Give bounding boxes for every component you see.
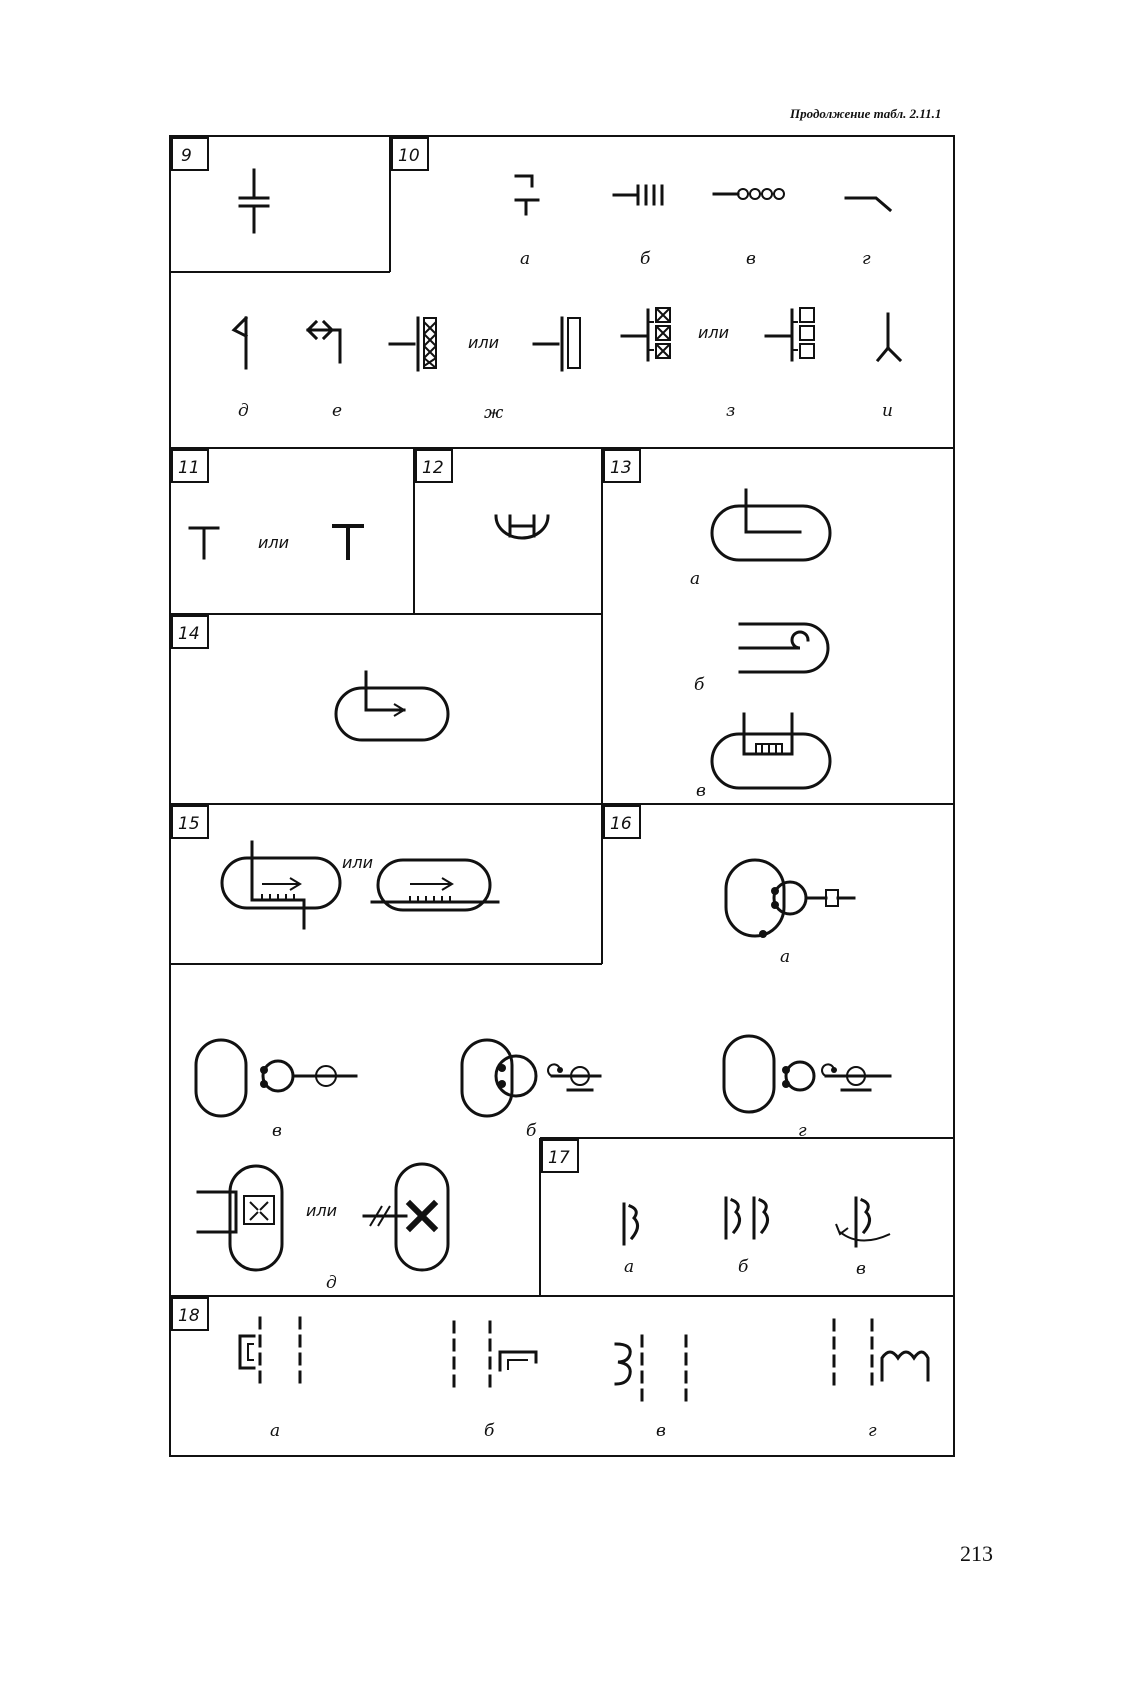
cell-number-15: 15 [171,805,209,839]
symbol-10zh-hatched [388,316,437,372]
symbol-16d-right [362,1162,450,1272]
label-17b: б [738,1257,749,1277]
label-10g: г [862,249,871,269]
symbol-10z-plain [764,307,815,362]
symbol-10d [231,315,249,370]
symbol-10g [844,196,893,213]
svg-text:17: 17 [548,1148,570,1168]
label-18v: в [656,1421,666,1441]
symbol-16a [724,858,856,938]
symbol-10a [514,174,540,216]
capacitor-symbol [238,168,270,234]
symbol-10z-filled [620,307,671,362]
symbol-16b [460,1038,602,1118]
svg-text:14: 14 [178,624,200,644]
label-16b: б [526,1121,537,1141]
svg-text:18: 18 [178,1306,200,1326]
table-continuation-header: Продолжение табл. 2.11.1 [790,106,942,121]
label-16a: а [780,947,790,967]
symbol-10e [305,319,342,364]
cell-number-12: 12 [415,449,453,483]
svg-text:9: 9 [181,146,192,166]
or-text-16d: или [306,1201,337,1220]
label-13a: а [690,569,700,589]
label-16d: д [326,1273,337,1293]
cell-number-17: 17 [541,1139,579,1173]
cup-symbol [494,514,550,540]
label-10d: д [238,401,249,421]
label-17a: а [624,1257,634,1277]
svg-text:13: 13 [610,458,632,478]
svg-text:12: 12 [422,458,444,478]
symbol-10zh-plain [532,316,581,372]
label-17v: в [856,1259,866,1279]
symbol-17v [835,1196,891,1248]
symbol-16d-left [196,1164,284,1272]
svg-text:15: 15 [178,814,200,834]
label-18g: г [868,1421,877,1441]
cell-number-9: 9 [171,137,209,171]
label-10a: а [520,249,530,269]
label-16v: в [272,1121,282,1141]
symbol-16v [194,1038,358,1118]
or-text-10zh: или [468,333,499,352]
tee-symbol-bold [332,524,364,560]
symbol-18b [452,1320,538,1390]
label-10v: в [746,249,756,269]
cell-number-14: 14 [171,615,209,649]
or-text-10z: или [698,323,729,342]
or-text-11: или [258,533,289,552]
symbol-15-left [220,840,342,930]
or-text-15: или [342,853,373,872]
page-number: 213 [960,1541,993,1566]
label-10z: з [726,401,735,421]
tee-symbol-thin [188,526,220,560]
symbol-13b [738,622,830,674]
label-16g: г [798,1121,807,1141]
symbol-14 [334,670,450,742]
symbol-18a [238,1316,302,1386]
cell-number-16: 16 [603,805,641,839]
svg-text:11: 11 [178,458,200,478]
label-18b: б [484,1421,495,1441]
symbol-13a [710,488,832,562]
symbol-15-right [370,858,500,912]
symbol-17a [622,1202,639,1246]
label-10zh: ж [484,403,504,423]
svg-text:16: 16 [610,814,632,834]
label-13v: в [696,781,706,801]
cell-number-11: 11 [171,449,209,483]
symbol-16g [722,1034,892,1114]
symbol-17b [724,1196,769,1240]
cell-number-13: 13 [603,449,641,483]
label-10e: е [332,401,342,421]
table-grid [169,135,955,1457]
svg-text:10: 10 [398,146,420,166]
symbol-13v [710,712,832,790]
label-18a: а [270,1421,280,1441]
symbol-10v [712,188,785,200]
cell-number-18: 18 [171,1297,209,1331]
label-10i: и [882,401,893,421]
label-10b: б [640,249,651,269]
symbol-18v [614,1334,688,1402]
label-13b: б [694,675,705,695]
cell-number-10: 10 [391,137,429,171]
symbol-10b [612,184,664,206]
symbol-10i [875,312,903,363]
symbol-18g [832,1318,930,1394]
